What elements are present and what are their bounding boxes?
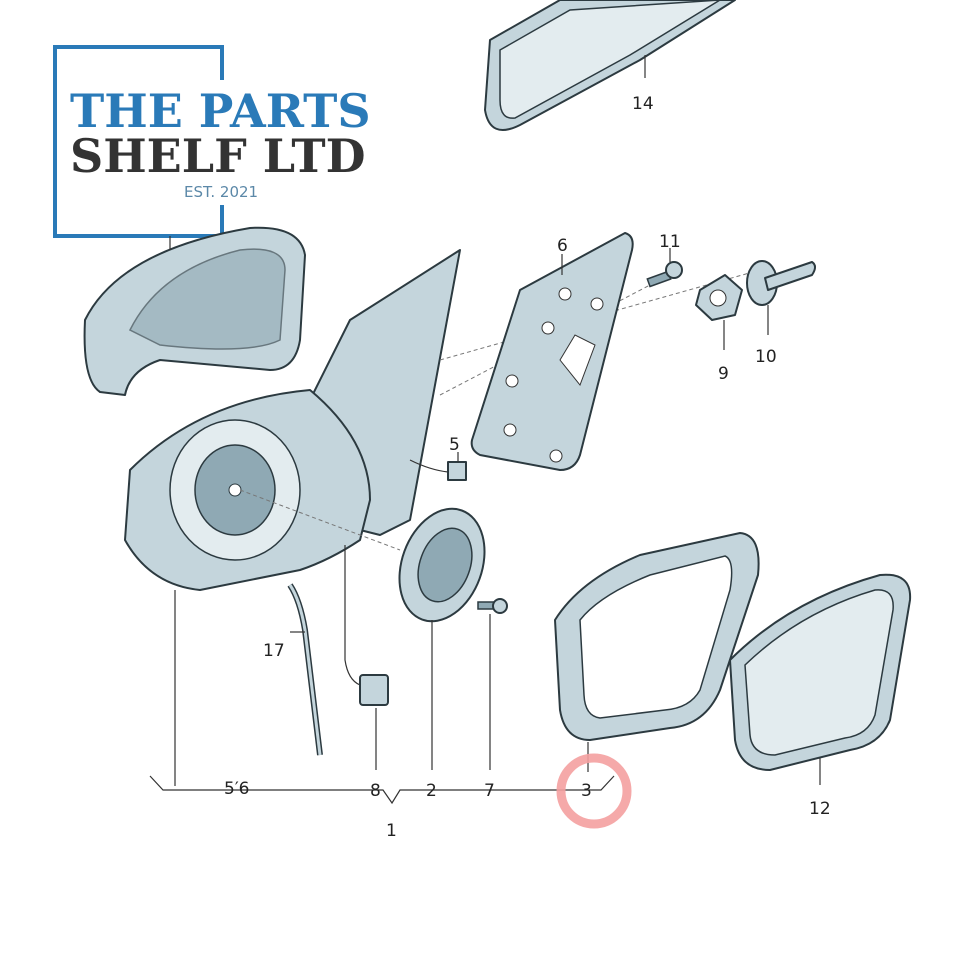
callout-11: 11 xyxy=(659,232,681,252)
logo-line-1: THE PARTS xyxy=(70,84,371,138)
callout-6: 6 xyxy=(557,236,568,256)
part-17-cable[interactable] xyxy=(287,583,323,756)
callout-14: 14 xyxy=(632,94,654,114)
part-11-screw[interactable] xyxy=(646,261,683,288)
part-1-mirror-housing[interactable] xyxy=(124,249,461,591)
mirror-cap[interactable] xyxy=(83,226,306,396)
callout-9: 9 xyxy=(718,364,729,384)
callout-7: 7 xyxy=(484,781,495,801)
logo-line-2: SHELF LTD xyxy=(70,129,365,183)
callout-12: 12 xyxy=(809,799,831,819)
part-5-connector[interactable] xyxy=(409,459,467,481)
logo: THE PARTS SHELF LTD EST. 2021 xyxy=(53,45,371,238)
callout-5-6: 5′6 xyxy=(224,779,250,799)
part-9-nut[interactable] xyxy=(695,274,743,321)
callout-2: 2 xyxy=(426,781,437,801)
callout-1: 1 xyxy=(386,821,397,841)
part-12-mirror-glass[interactable] xyxy=(729,573,912,771)
part-14-mirror-glass-top[interactable] xyxy=(484,0,736,131)
callout-17: 17 xyxy=(263,641,285,661)
part-10-bolt[interactable] xyxy=(746,260,816,306)
highlight-circle xyxy=(556,753,632,829)
part-2-adjustment-motor[interactable] xyxy=(385,497,500,633)
part-3-mirror-trim[interactable] xyxy=(554,532,760,741)
logo-established: EST. 2021 xyxy=(184,183,258,201)
part-8-wiring-harness[interactable] xyxy=(344,545,389,706)
part-6-mounting-plate[interactable] xyxy=(470,232,634,471)
callout-3: 3 xyxy=(581,781,592,801)
callout-10: 10 xyxy=(755,347,777,367)
callout-8: 8 xyxy=(370,781,381,801)
callout-5: 5 xyxy=(449,435,460,455)
part-7-screw[interactable] xyxy=(477,598,508,614)
